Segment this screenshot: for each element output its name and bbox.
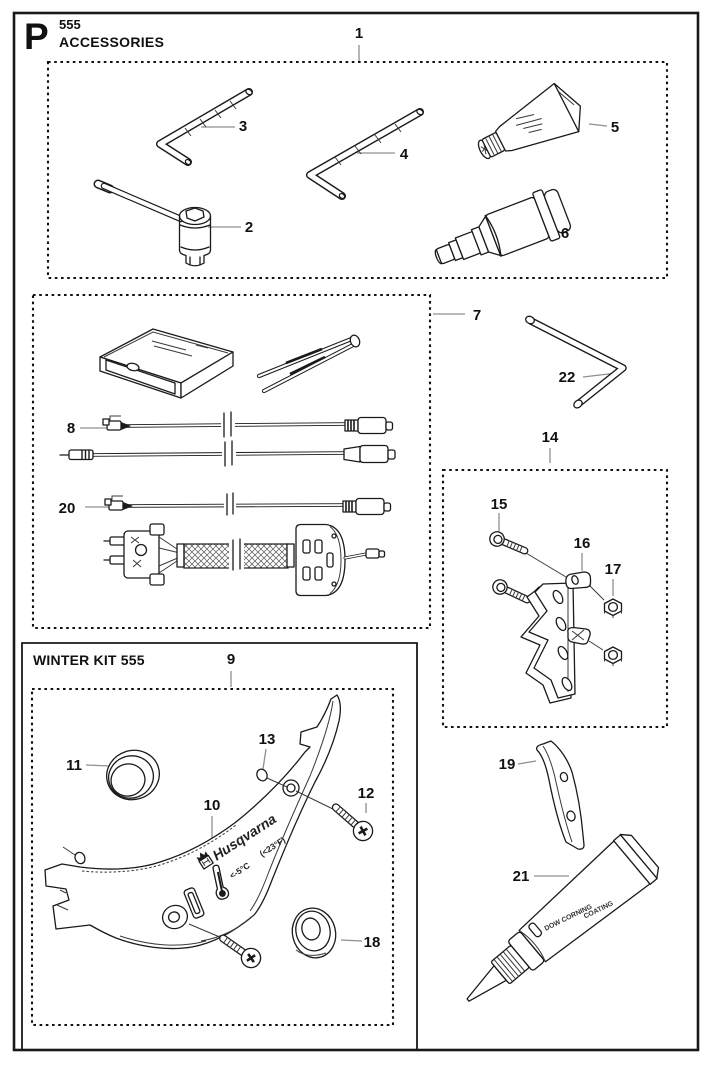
callout-leader-lines <box>80 45 618 942</box>
winter-kit-solid-box <box>21 642 418 1049</box>
callout-4: 4 <box>400 146 409 163</box>
callout-20: 20 <box>59 500 76 517</box>
felling-dog-group-box <box>441 468 669 729</box>
callout-18: 18 <box>364 934 381 951</box>
round-cap-drawing <box>106 749 160 801</box>
o-ring-13-drawing <box>256 768 288 788</box>
guide-plate-19-drawing <box>535 740 585 850</box>
cable-adapter-drawing <box>59 440 396 467</box>
cable-8-drawing <box>102 411 394 438</box>
callout-8: 8 <box>67 420 75 437</box>
callout-15: 15 <box>491 496 508 513</box>
winter-kit-group-box <box>30 687 395 1027</box>
callout-7: 7 <box>473 307 481 324</box>
o-ring-secondary-drawing <box>62 846 86 865</box>
spark-plug-wrench-drawing <box>93 179 212 267</box>
piston-stop-tool-drawing <box>434 188 572 265</box>
hex-key-22-drawing <box>525 315 627 409</box>
callout-5: 5 <box>611 119 619 136</box>
callout-labels: 1 2 3 4 5 6 7 8 9 10 11 12 13 14 15 16 1… <box>59 25 622 951</box>
callout-17: 17 <box>605 561 622 578</box>
service-tools-group-box <box>31 293 432 630</box>
callout-21: 21 <box>513 868 530 885</box>
page-title: ACCESSORIES <box>59 34 165 50</box>
callout-16: 16 <box>574 535 591 552</box>
callout-12: 12 <box>358 785 375 802</box>
hex-key-3-drawing <box>156 88 253 166</box>
screw-bottom-drawing <box>188 923 262 969</box>
felling-dog-kit-drawing <box>489 531 623 704</box>
tweezers-drawing <box>256 334 361 394</box>
grommet-drawing <box>291 907 337 959</box>
wiring-harness-drawing <box>103 523 386 597</box>
callout-22: 22 <box>559 369 576 386</box>
winter-cover-drawing: Husqvarna <-5°C (<23°F) <box>44 694 341 950</box>
screw-12-drawing <box>295 790 374 842</box>
diagnostic-box-drawing <box>99 328 234 399</box>
coating-tube-21-drawing: DOW CORNING COATING <box>466 833 660 1002</box>
page-border <box>12 11 700 1052</box>
callout-9: 9 <box>227 651 235 668</box>
callout-1: 1 <box>355 25 363 42</box>
accessories-group-box <box>46 60 669 280</box>
grease-tube-drawing <box>477 82 582 160</box>
callout-19: 19 <box>499 756 516 773</box>
cable-20-drawing <box>104 492 392 517</box>
callout-11: 11 <box>66 757 82 774</box>
callout-2: 2 <box>245 219 253 236</box>
hex-key-4-drawing <box>306 108 424 200</box>
callout-6: 6 <box>561 225 569 242</box>
callout-10: 10 <box>204 797 221 814</box>
callout-14: 14 <box>542 429 559 446</box>
callout-13: 13 <box>259 731 276 748</box>
section-letter: P <box>24 16 49 57</box>
winter-kit-title: WINTER KIT 555 <box>33 652 145 668</box>
model-number: 555 <box>59 17 81 32</box>
callout-3: 3 <box>239 118 247 135</box>
